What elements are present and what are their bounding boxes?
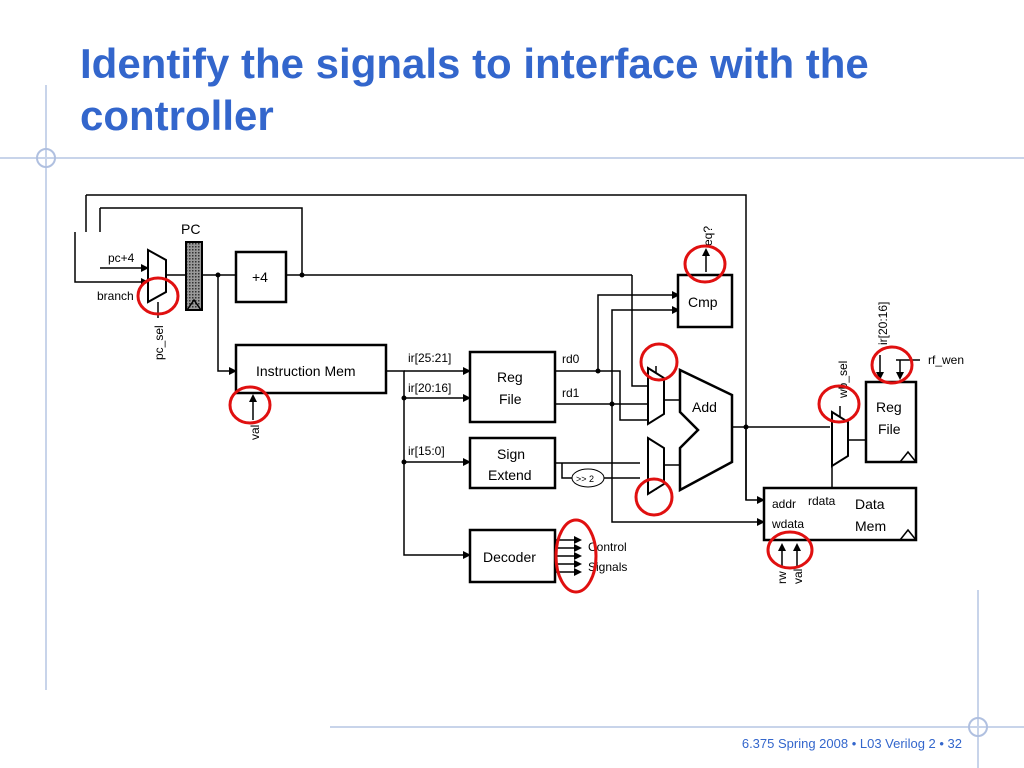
label-rd0: rd0: [562, 352, 580, 366]
wb-reg-file-label-2: File: [878, 421, 901, 437]
wb-mux: [831, 410, 849, 468]
label-signals: Signals: [588, 560, 627, 574]
ring-eq: [683, 244, 727, 284]
label-wdata: wdata: [771, 517, 804, 531]
label-pc-sel: pc_sel: [152, 325, 166, 360]
label-wb-ir-20-16: ir[20:16]: [876, 302, 890, 345]
label-ir-20-16: ir[20:16]: [408, 381, 451, 395]
sign-extend-block: [468, 436, 557, 490]
label-branch: branch: [97, 289, 134, 303]
slide-title: Identify the signals to interface with t…: [80, 40, 869, 139]
add-mux-a: [647, 366, 665, 426]
wb-reg-file-label-1: Reg: [876, 399, 902, 415]
label-dmem-val: val: [791, 569, 805, 584]
label-eq: eq?: [701, 226, 715, 246]
cmp-block: [676, 273, 734, 329]
plus4-label: +4: [252, 269, 268, 285]
pc-label: PC: [181, 221, 200, 237]
pc-register: [185, 241, 203, 311]
sign-extend-label-2: Extend: [488, 467, 532, 483]
ring-imem-val: [228, 385, 272, 425]
wb-reg-file-block: [864, 380, 918, 464]
decoder-block: [468, 528, 557, 584]
reg-file-label-2: File: [499, 391, 522, 407]
data-mem-label-2: Mem: [855, 518, 886, 534]
ring-add-mux-b-sel: [634, 477, 674, 517]
slide-decoration: [0, 85, 1024, 768]
label-wb-sel: wb_sel: [836, 361, 850, 399]
label-imem-val: val: [248, 425, 262, 440]
ring-rf-wen: [870, 345, 914, 385]
label-ir-25-21: ir[25:21]: [408, 351, 451, 365]
label-addr: addr: [772, 497, 796, 511]
label-rdata: rdata: [808, 494, 836, 508]
pc-mux: [147, 248, 167, 304]
sign-extend-label-1: Sign: [497, 446, 525, 462]
instruction-mem-label: Instruction Mem: [256, 363, 356, 379]
ring-control-signals: [554, 518, 598, 594]
slide-footer: 6.375 Spring 2008 • L03 Verilog 2 • 32: [741, 736, 962, 751]
add-alu: [678, 368, 734, 493]
shift-block: [571, 468, 605, 488]
label-control: Control: [588, 540, 627, 554]
add-mux-b: [647, 436, 665, 496]
label-rf-wen: rf_wen: [928, 353, 964, 367]
reg-file-block: [468, 350, 557, 424]
instruction-mem-block: [234, 343, 388, 395]
plus4-block: [234, 250, 288, 304]
ring-dmem-rw-val: [766, 530, 814, 570]
shift-label: >> 2: [576, 474, 594, 484]
add-label: Add: [692, 399, 717, 415]
datapath-wires: [74, 194, 920, 576]
data-mem-label-1: Data: [855, 496, 885, 512]
ring-add-mux-a-sel: [639, 342, 679, 382]
highlight-rings: [136, 244, 914, 594]
ring-pc-sel: [136, 276, 180, 316]
label-pc-plus4: pc+4: [108, 251, 135, 265]
label-rw: rw: [775, 571, 789, 584]
reg-file-label-1: Reg: [497, 369, 523, 385]
ring-wb-sel: [817, 384, 861, 424]
cmp-label: Cmp: [688, 294, 718, 310]
decoder-label: Decoder: [483, 549, 536, 565]
label-rd1: rd1: [562, 386, 580, 400]
label-ir-15-0: ir[15:0]: [408, 444, 445, 458]
